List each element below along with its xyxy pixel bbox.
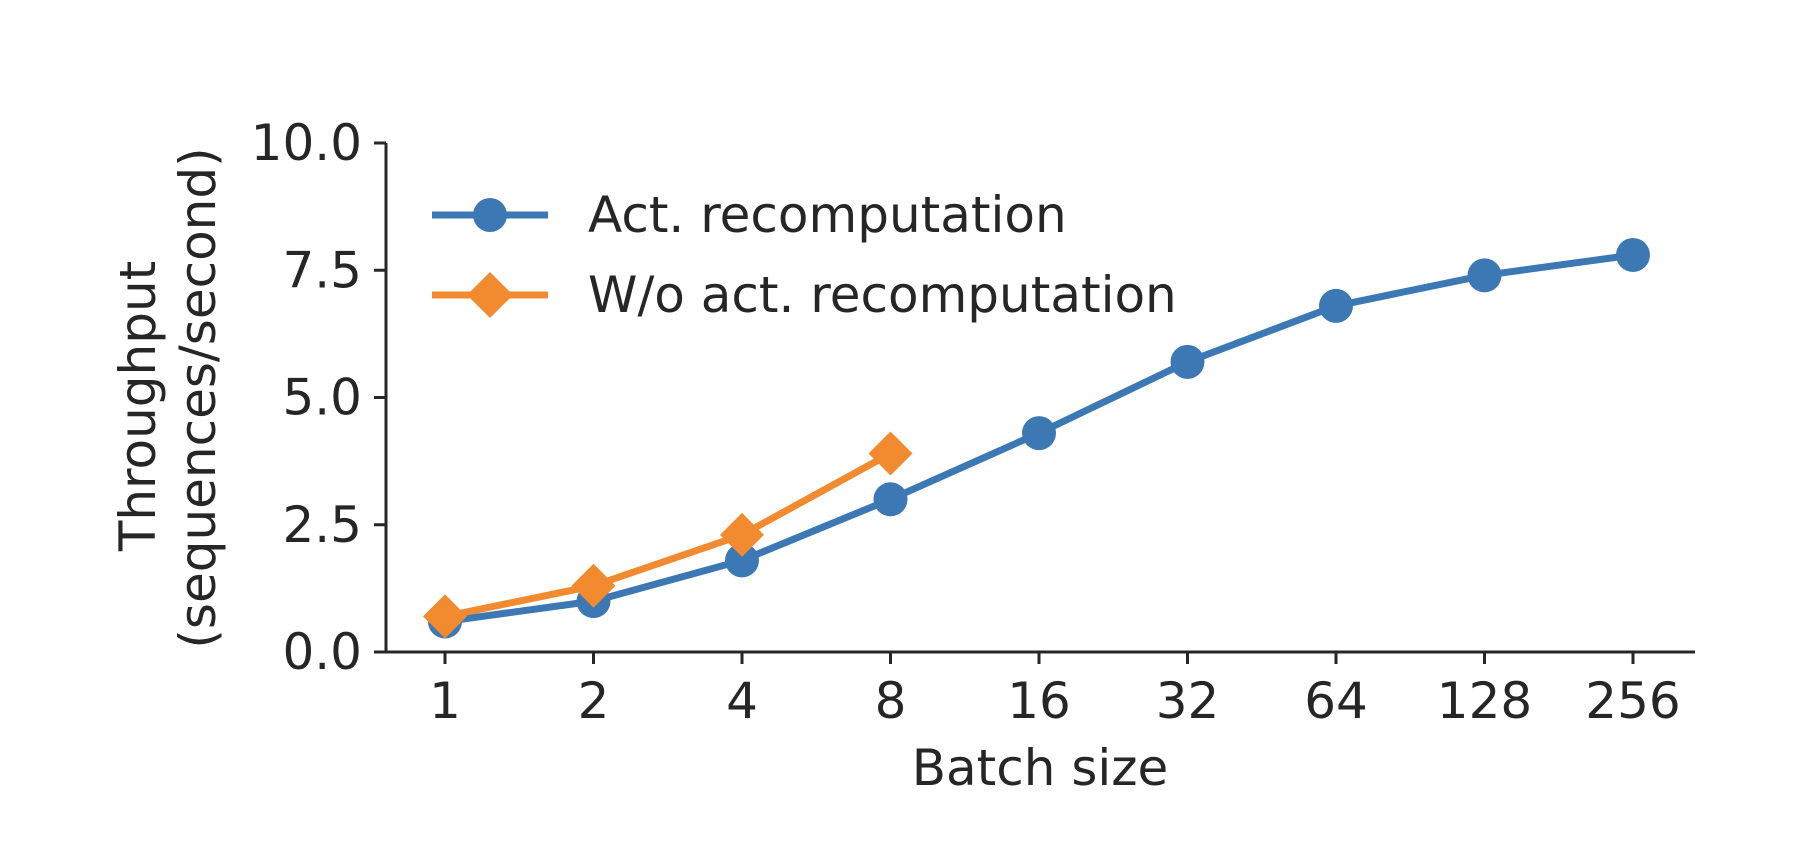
data-point	[423, 594, 467, 639]
x-tick-label: 64	[1304, 672, 1368, 730]
legend: Act. recomputation W/o act. recomputatio…	[432, 186, 1177, 324]
legend-marker-act-recomputation	[473, 198, 507, 232]
data-point	[868, 431, 913, 476]
legend-label-act-recomputation: Act. recomputation	[588, 186, 1067, 244]
legend-marker-wo-act-recomputation	[467, 272, 513, 318]
y-ticks: 0.0 2.5 5.0 7.5 10.0	[251, 114, 386, 681]
y-tick-label: 5.0	[282, 369, 362, 427]
data-point	[725, 543, 759, 578]
x-tick-label: 4	[726, 672, 758, 730]
data-point	[1319, 288, 1353, 323]
data-point	[571, 563, 616, 608]
series-w-o-act-recomputation	[423, 431, 913, 639]
series-line-w-o-act-recomputation	[444, 450, 893, 620]
data-point	[873, 482, 908, 517]
x-tick-label: 1	[429, 672, 461, 730]
data-point	[1616, 237, 1650, 272]
y-axis-title: Throughput (sequences/second)	[109, 147, 227, 648]
x-tick-label: 128	[1437, 672, 1532, 730]
data-point	[1467, 258, 1502, 293]
x-tick-label: 8	[875, 672, 907, 730]
y-tick-label: 2.5	[282, 496, 362, 554]
x-ticks: 1 2 4 8 16 32 64 128 256	[429, 652, 1681, 730]
legend-entry-wo-act-recomputation: W/o act. recomputation	[432, 266, 1177, 324]
y-axis-title-line-2: (sequences/second)	[169, 147, 227, 648]
legend-label-wo-act-recomputation: W/o act. recomputation	[588, 266, 1177, 324]
y-axis-title-line-1: Throughput	[109, 261, 167, 552]
data-point	[1170, 344, 1205, 379]
y-tick-label: 10.0	[251, 114, 362, 172]
legend-entry-act-recomputation: Act. recomputation	[432, 186, 1067, 244]
x-axis-title: Batch size	[912, 739, 1169, 797]
x-tick-label: 32	[1156, 672, 1220, 730]
data-point	[720, 512, 764, 557]
data-point	[1022, 416, 1056, 451]
x-tick-label: 256	[1585, 672, 1680, 730]
x-tick-label: 2	[578, 672, 610, 730]
data-series	[423, 237, 1650, 639]
y-tick-label: 0.0	[282, 623, 362, 681]
x-tick-label: 16	[1007, 672, 1071, 730]
y-tick-label: 7.5	[282, 241, 362, 299]
